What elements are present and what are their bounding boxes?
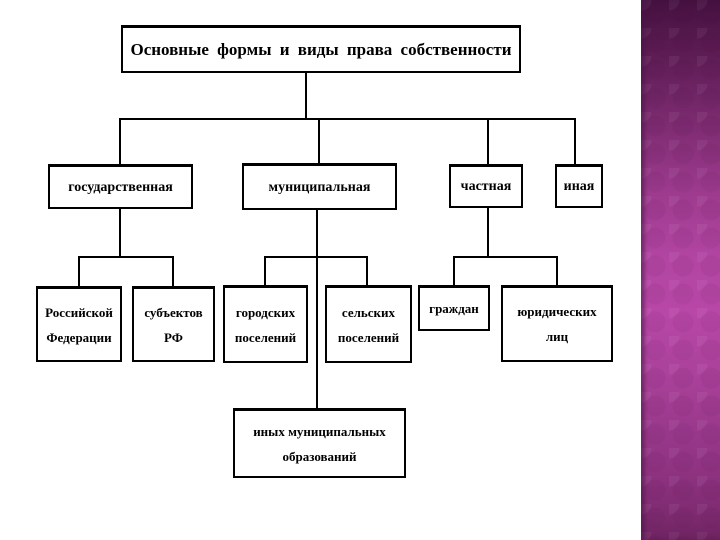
connector-drop-urban — [264, 256, 266, 286]
node-municipal-form: муниципальная — [242, 163, 397, 210]
node-state-form: государственная — [48, 164, 193, 209]
connector-state-bus — [78, 256, 174, 258]
node-private-form: частная — [449, 164, 523, 208]
connector-drop-other — [574, 118, 576, 164]
node-urban-settlements: городских поселений — [223, 285, 308, 363]
node-rf-subjects: субъектов РФ — [132, 286, 215, 362]
connector-private-stem — [487, 207, 489, 256]
node-russian-federation: Российской Федерации — [36, 286, 122, 362]
connector-drop-rf — [78, 256, 80, 286]
connector-root-stem — [305, 73, 307, 118]
connector-drop-rural — [366, 256, 368, 286]
node-legal-entities: юридических лиц — [501, 285, 613, 362]
connector-drop-legal — [556, 256, 558, 286]
connector-level1-bus — [119, 118, 576, 120]
node-rural-settlements: сельских поселений — [325, 285, 412, 363]
connector-municipal-stem — [316, 209, 318, 408]
connector-municipal-bus — [264, 256, 368, 258]
connector-state-stem — [119, 208, 121, 256]
node-title: Основные формы и виды права собственност… — [121, 25, 521, 73]
connector-drop-state — [119, 118, 121, 164]
node-other-municipalities: иных муниципальных образований — [233, 408, 406, 478]
connector-private-bus — [453, 256, 558, 258]
connector-drop-private — [487, 118, 489, 164]
node-citizens: граждан — [418, 285, 490, 331]
connector-drop-citizens — [453, 256, 455, 286]
connector-drop-subjects — [172, 256, 174, 286]
node-other-form: иная — [555, 164, 603, 208]
background-accent-band — [641, 0, 720, 540]
connector-drop-municipal — [318, 118, 320, 163]
